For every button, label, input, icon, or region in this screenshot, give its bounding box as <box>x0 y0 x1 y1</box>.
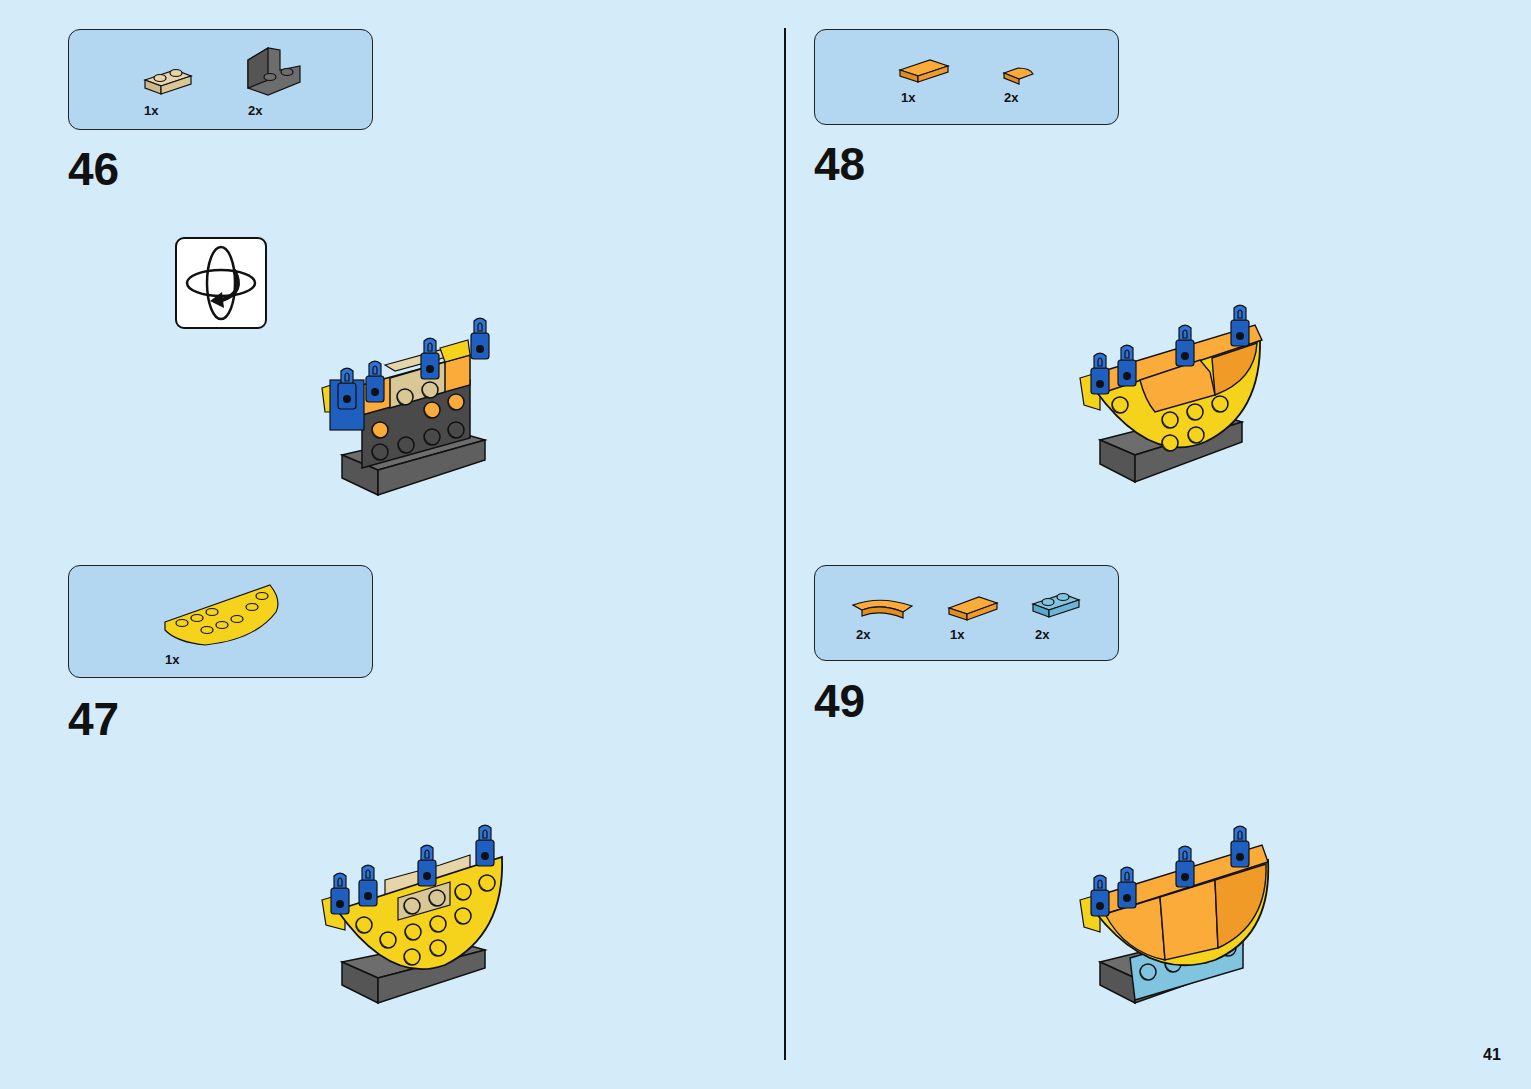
parts-panel <box>68 29 373 130</box>
part-quantity: 2x <box>1035 628 1049 641</box>
part-quantity: 1x <box>165 653 179 666</box>
part-icons <box>145 48 1079 645</box>
parts-panel <box>814 29 1119 125</box>
part-quantity: 1x <box>144 104 158 117</box>
parts-panel <box>68 565 373 678</box>
parts-box: 1x <box>68 565 373 678</box>
parts-box: 1x 2x <box>814 29 1119 125</box>
page-divider <box>784 28 786 1060</box>
model-step-48 <box>1080 305 1262 482</box>
parts-box: 2x 1x 2x <box>814 565 1119 661</box>
model-step-47 <box>322 825 502 1003</box>
step-number: 48 <box>814 141 865 187</box>
parts-panel <box>814 565 1119 661</box>
step-number: 46 <box>68 146 119 192</box>
model-step-46 <box>322 318 489 495</box>
step-number: 47 <box>68 696 119 742</box>
step-number: 49 <box>814 678 865 724</box>
part-quantity: 1x <box>950 628 964 641</box>
page-number: 41 <box>1483 1047 1501 1063</box>
part-quantity: 2x <box>856 628 870 641</box>
part-quantity: 1x <box>901 91 915 104</box>
part-quantity: 2x <box>1004 91 1018 104</box>
parts-box: 1x 2x <box>68 29 373 130</box>
part-quantity: 2x <box>248 104 262 117</box>
model-step-49 <box>1080 826 1268 1003</box>
rotate-icon <box>176 238 266 328</box>
